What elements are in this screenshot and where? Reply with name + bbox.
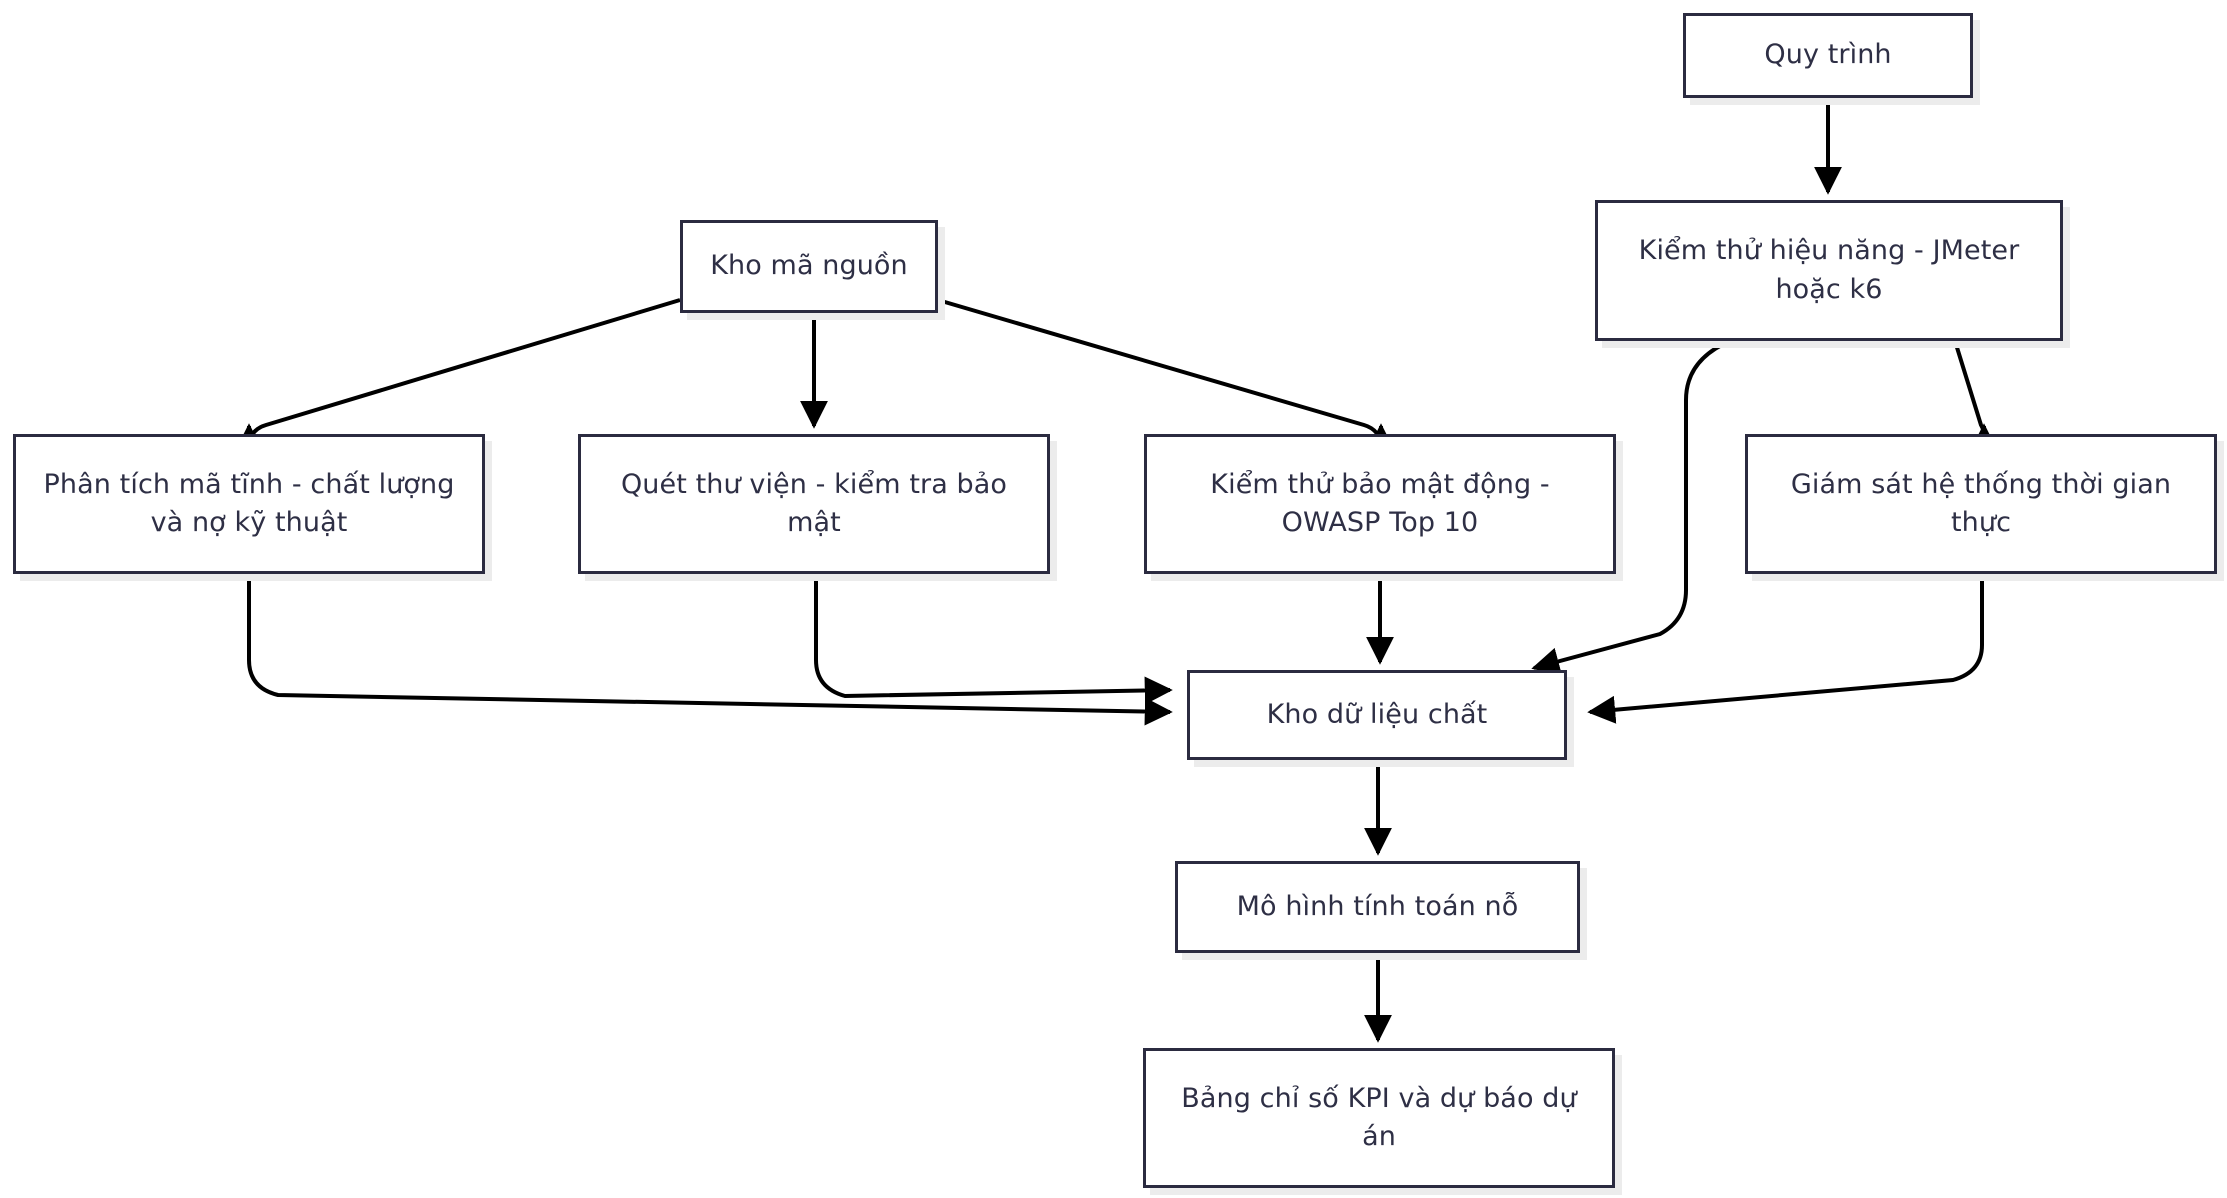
edge-kho-ma-nguon-to-phan-tich-ma-tinh <box>235 298 681 452</box>
node-label-quet-thu-vien: Quét thư viện - kiểm tra bảo mật <box>620 468 1008 538</box>
node-label-giam-sat-he-thong: Giám sát hệ thống thời gian thực <box>1790 468 2172 538</box>
node-label-kiem-thu-hieu-nang: Kiểm thử hiệu năng - JMeter hoặc k6 <box>1638 235 2020 305</box>
node-kiem-thu-hieu-nang[interactable]: Kiểm thử hiệu năng - JMeter hoặc k6 <box>1595 200 2063 341</box>
node-mo-hinh-tinh-toan[interactable]: Mô hình tính toán nỗ <box>1175 861 1580 953</box>
node-label-kho-ma-nguon: Kho mã nguồn <box>710 250 908 282</box>
node-quet-thu-vien[interactable]: Quét thư viện - kiểm tra bảo mật <box>578 434 1050 574</box>
node-label-kho-du-lieu-chat: Kho dữ liệu chất <box>1266 698 1488 730</box>
edge-kiem-thu-hieu-nang-to-giam-sat-he-thong <box>1953 340 1998 452</box>
node-quy-trinh[interactable]: Quy trình <box>1683 13 1973 98</box>
node-label-quy-trinh: Quy trình <box>1764 39 1892 71</box>
node-bang-chi-so-kpi[interactable]: Bảng chỉ số KPI và dự báo dự án <box>1143 1048 1615 1188</box>
edge-kho-ma-nguon-to-kiem-thu-bao-mat-dong <box>937 298 1395 452</box>
node-kiem-thu-bao-mat-dong[interactable]: Kiểm thử bảo mật động - OWASP Top 10 <box>1144 434 1616 574</box>
node-kho-ma-nguon[interactable]: Kho mã nguồn <box>680 220 938 313</box>
node-giam-sat-he-thong[interactable]: Giám sát hệ thống thời gian thực <box>1745 434 2217 574</box>
node-label-kiem-thu-bao-mat-dong: Kiểm thử bảo mật động - OWASP Top 10 <box>1210 468 1550 538</box>
node-label-bang-chi-so-kpi: Bảng chỉ số KPI và dự báo dự án <box>1181 1082 1577 1152</box>
node-label-mo-hinh-tinh-toan: Mô hình tính toán nỗ <box>1236 890 1519 922</box>
node-kho-du-lieu-chat[interactable]: Kho dữ liệu chất <box>1187 670 1567 760</box>
node-phan-tich-ma-tinh[interactable]: Phân tích mã tĩnh - chất lượng và nợ kỹ … <box>13 434 485 574</box>
edge-phan-tich-ma-tinh-to-kho-du-lieu-chat <box>247 574 1173 726</box>
edge-quet-thu-vien-to-kho-du-lieu-chat <box>814 574 1173 705</box>
edge-giam-sat-he-thong-to-kho-du-lieu-chat <box>1587 574 1984 724</box>
node-label-phan-tich-ma-tinh: Phân tích mã tĩnh - chất lượng và nợ kỹ … <box>43 468 455 538</box>
